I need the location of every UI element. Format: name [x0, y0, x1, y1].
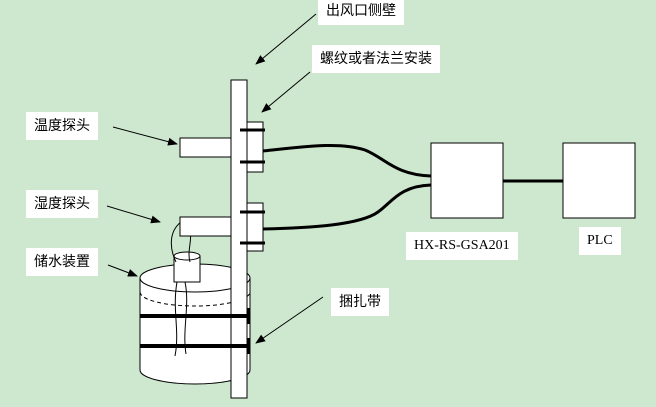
cable-humid [262, 183, 432, 231]
humidity-probe [179, 202, 265, 252]
temperature-probe [179, 121, 265, 173]
plc-box [562, 142, 636, 219]
water-tank [139, 221, 251, 385]
arrow-mount [261, 71, 311, 113]
arrow-humid-probe [106, 205, 161, 224]
arrow-strap [255, 296, 324, 344]
label-plc: PLC [579, 227, 621, 255]
outlet-wall [230, 79, 248, 399]
label-temp-probe: 温度探头 [26, 112, 98, 140]
label-sensor-model: HX-RS-GSA201 [406, 232, 518, 260]
label-strap: 捆扎带 [331, 288, 389, 316]
label-outlet-wall: 出风口侧壁 [318, 0, 404, 25]
arrow-water-tank [107, 264, 138, 277]
arrow-outlet-wall [255, 13, 317, 65]
cable-temp [262, 143, 432, 178]
arrow-temp-probe [112, 126, 178, 146]
sensor-box [430, 142, 504, 219]
straps [140, 308, 251, 354]
label-humid-probe: 湿度探头 [26, 190, 98, 218]
label-water-tank: 储水装置 [26, 248, 98, 276]
label-mount: 螺纹或者法兰安装 [312, 45, 440, 73]
